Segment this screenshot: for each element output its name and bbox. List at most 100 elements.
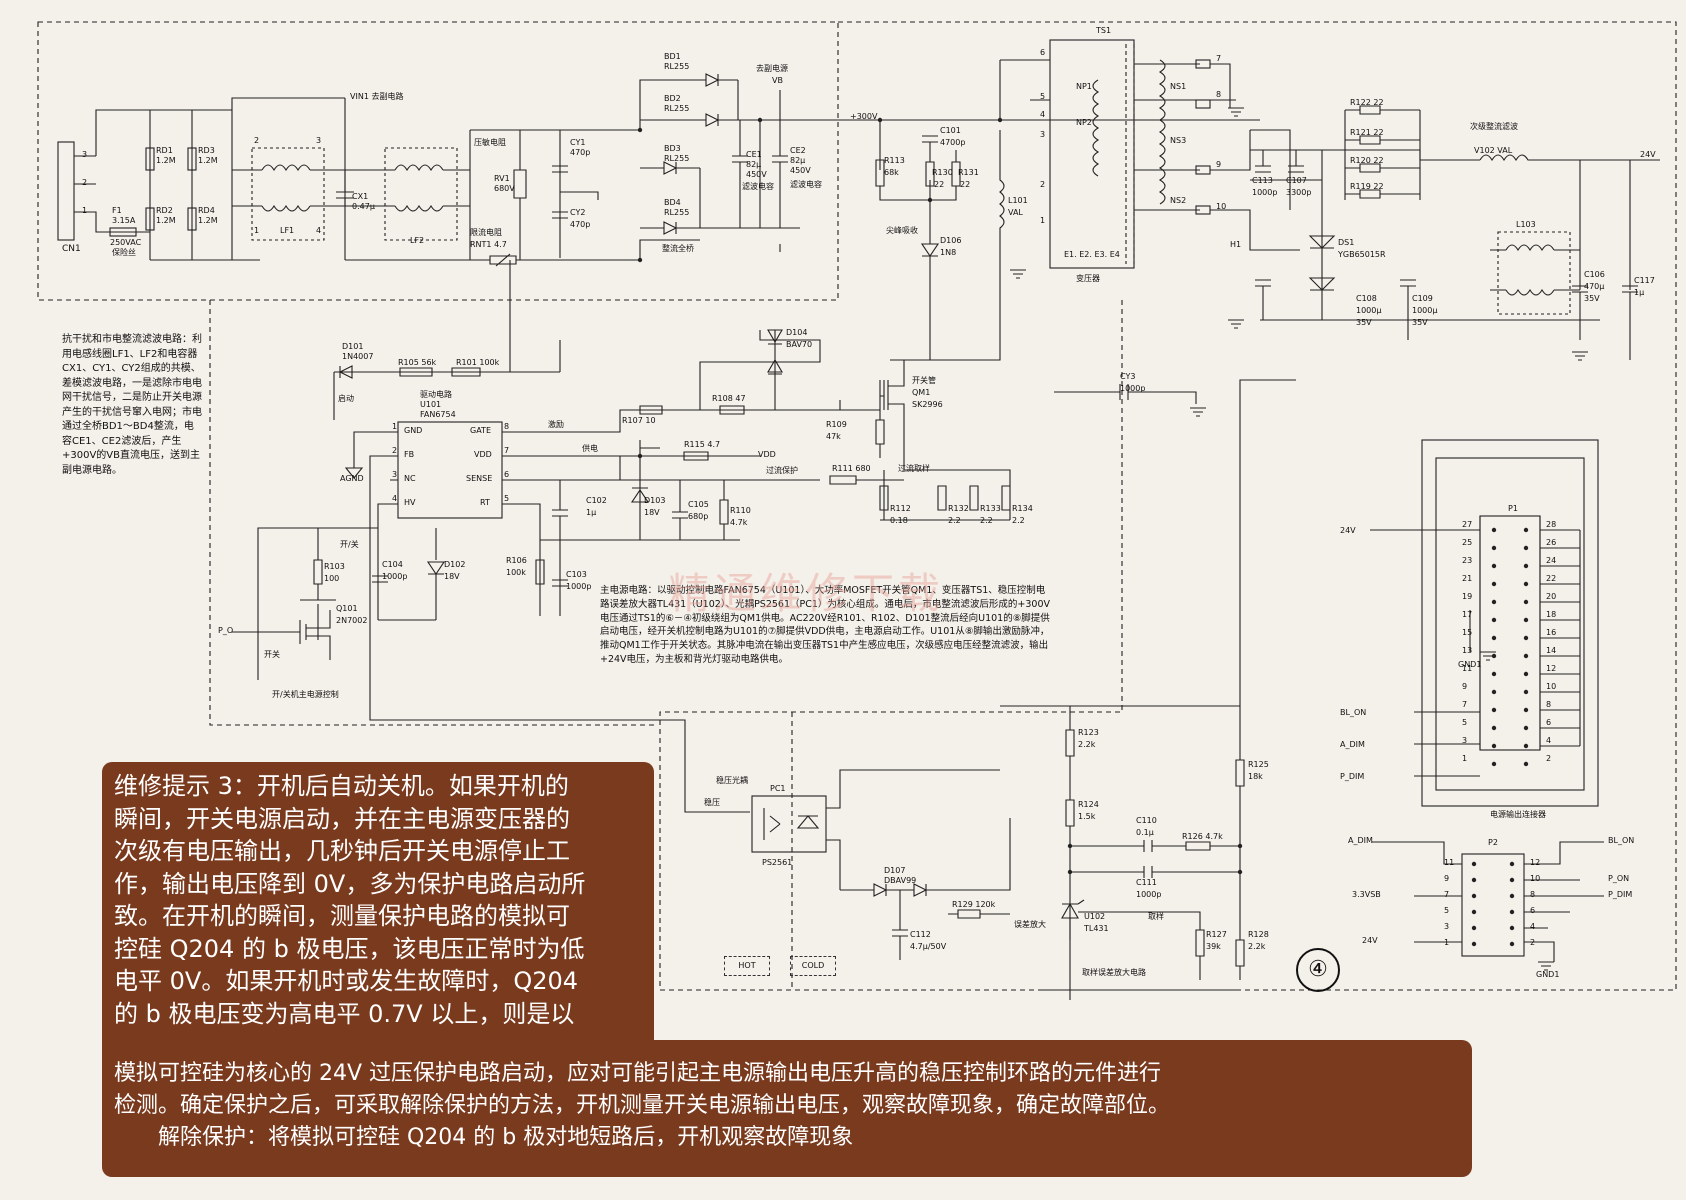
r123-id: R123 <box>1078 728 1099 737</box>
v102-label: V102 VAL <box>1474 146 1513 155</box>
fuse-name: 保险丝 <box>112 248 136 257</box>
d106-val: 1N8 <box>940 248 957 257</box>
ic-pin-fb: FB <box>404 450 415 459</box>
secfilter-label: 次级整流滤波 <box>1470 122 1518 131</box>
p1-pin-dot <box>1523 617 1529 623</box>
c106-v: 35V <box>1584 294 1600 303</box>
ts1-secondary <box>1134 59 1200 211</box>
junction-dot <box>1237 869 1243 875</box>
sec-caps <box>1250 149 1480 340</box>
bd1-part: RL255 <box>664 62 690 71</box>
r123-val: 2.2k <box>1078 740 1096 749</box>
p1-pin-22: 22 <box>1546 574 1557 583</box>
junction-dot <box>637 453 643 459</box>
r108-label: R108 47 <box>712 394 746 403</box>
p2-pin-5: 5 <box>1444 906 1450 915</box>
fuse-voltage: 250VAC <box>110 238 142 247</box>
c106-id: C106 <box>1584 270 1605 279</box>
junction-dot <box>637 127 643 133</box>
p1-bl-on: BL_ON <box>1340 708 1367 717</box>
rd4-id: RD4 <box>198 206 215 215</box>
p1-pin-24: 24 <box>1546 556 1557 565</box>
to-sub-label: 去副电源 <box>756 64 788 73</box>
fuse-symbol <box>109 227 137 237</box>
c112-val: 4.7μ/50V <box>910 942 947 951</box>
p1-pin-dot <box>1523 581 1529 587</box>
p1-pin-25: 25 <box>1462 538 1473 547</box>
ce2-name: 滤波电容 <box>790 180 822 189</box>
p1-pin-dot <box>1491 635 1497 641</box>
p1-pin-dot <box>1523 545 1529 551</box>
c112-id: C112 <box>910 930 931 939</box>
lf1-pin4: 4 <box>316 226 322 235</box>
p2-3v3: 3.3VSB <box>1352 890 1381 899</box>
rd1-symbol <box>145 147 155 171</box>
p2-body <box>1461 853 1525 957</box>
onoff-ctrl <box>232 503 446 680</box>
dashed-boundary-main <box>659 21 1677 991</box>
p2-pin-dot <box>1509 941 1515 947</box>
p1-24v: 24V <box>1340 526 1356 535</box>
r103-val: 100 <box>324 574 340 583</box>
ts1-pin3: 3 <box>1040 130 1046 139</box>
ns1-label: NS1 <box>1170 82 1187 91</box>
ts1-pin5: 5 <box>1040 92 1046 101</box>
p1-p-dim: P_DIM <box>1340 772 1365 781</box>
rd2-val: 1.2M <box>156 216 176 225</box>
bd3-id: BD3 <box>664 144 681 153</box>
p2-bl-on: BL_ON <box>1608 836 1635 845</box>
ts1-pin7: 7 <box>1216 54 1222 63</box>
ts1-pin1: 1 <box>1040 216 1046 225</box>
p1-pin-13: 13 <box>1462 646 1473 655</box>
p2-pin-6: 6 <box>1530 906 1536 915</box>
p2-pin-9: 9 <box>1444 874 1450 883</box>
junction-dot <box>927 197 933 203</box>
main-note: 主电源电路：以驱动控制电路FAN6754（U101）、大功率MOSFET开关管Q… <box>600 585 1050 665</box>
primary-snubber <box>875 120 961 361</box>
r106-id: R106 <box>506 556 527 565</box>
p1-a-dim: A_DIM <box>1340 740 1365 749</box>
r109-val: 47k <box>826 432 841 441</box>
r101-label: R101 100k <box>456 358 500 367</box>
p1-pin-dot <box>1523 689 1529 695</box>
qm1-id: QM1 <box>912 388 931 397</box>
p2-pin-dot <box>1471 925 1477 931</box>
p1-pin-dot <box>1491 527 1497 533</box>
r111-label: R111 680 <box>832 464 871 473</box>
rd3-id: RD3 <box>198 146 215 155</box>
p1-leads <box>1370 516 1581 777</box>
r113-id: R113 <box>884 156 905 165</box>
c101-val: 4700p <box>940 138 966 147</box>
junction-dot <box>1067 869 1073 875</box>
ce2-val: 82μ <box>790 156 806 165</box>
p1-frame <box>1421 439 1599 807</box>
rv1-id: RV1 <box>494 174 510 183</box>
p2-pin-11: 11 <box>1444 858 1455 867</box>
l103-label: L103 <box>1516 220 1536 229</box>
ts1-pin10: 10 <box>1216 202 1227 211</box>
repair-tip-upper: 维修提示 3：开机后自动关机。如果开机的 瞬间，开关电源启动，并在主电源变压器的… <box>114 770 585 1030</box>
lf2-leads <box>345 130 471 261</box>
watermark-text: 精通维修下载 <box>668 569 945 618</box>
p1-pin-dot <box>1523 653 1529 659</box>
ic-num-4: 4 <box>392 494 398 503</box>
p2-pin-dot <box>1471 941 1477 947</box>
p1-gnd: GND1 <box>1458 660 1482 669</box>
cx1-symbol <box>336 170 354 206</box>
r132-val: 2.2 <box>948 516 961 525</box>
u102-path <box>1040 899 1245 991</box>
junction-dot <box>637 257 643 263</box>
main-rails <box>470 79 700 261</box>
ic-num-5: 5 <box>504 494 510 503</box>
p1-pin-dot <box>1523 761 1529 767</box>
out-24v: 24V <box>1640 150 1656 159</box>
sense-path <box>510 440 1011 521</box>
r131-id: R131 <box>958 168 979 177</box>
ce1-id: CE1 <box>746 150 762 159</box>
amp-block-label: 取样误差放大电路 <box>1082 968 1146 977</box>
cy1-val: 470p <box>570 148 591 157</box>
p1-pin-dot <box>1523 725 1529 731</box>
c108-id: C108 <box>1356 294 1377 303</box>
c101-id: C101 <box>940 126 961 135</box>
junction-dot <box>997 117 1003 123</box>
